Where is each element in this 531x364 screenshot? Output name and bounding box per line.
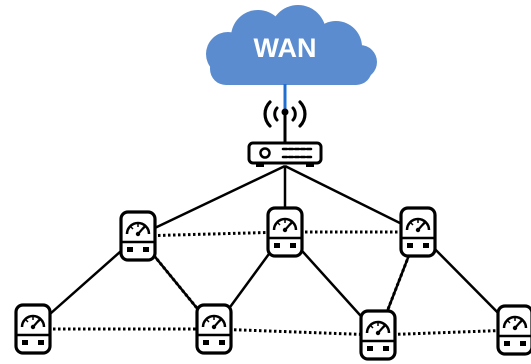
wireless-peer-link (377, 328, 516, 337)
smart-meter-icon (119, 210, 157, 262)
wan-cloud: WAN (206, 5, 377, 85)
router-link (137, 164, 286, 238)
cloud-icon (206, 5, 377, 85)
smart-meter-icon (399, 206, 437, 258)
router (247, 100, 323, 167)
wireless-router-icon (247, 100, 323, 167)
smart-meter-icon (195, 303, 233, 355)
smart-meter-icon (359, 309, 397, 361)
smart-meter-icon (266, 206, 304, 258)
smart-meter-icon (496, 304, 531, 356)
smart-meter-icon (14, 303, 52, 355)
wireless-peer-link (137, 230, 286, 238)
router-link (284, 164, 419, 234)
wireless-peer-link (213, 327, 379, 337)
wan-label: WAN (254, 33, 317, 63)
smart-meters (14, 206, 531, 361)
